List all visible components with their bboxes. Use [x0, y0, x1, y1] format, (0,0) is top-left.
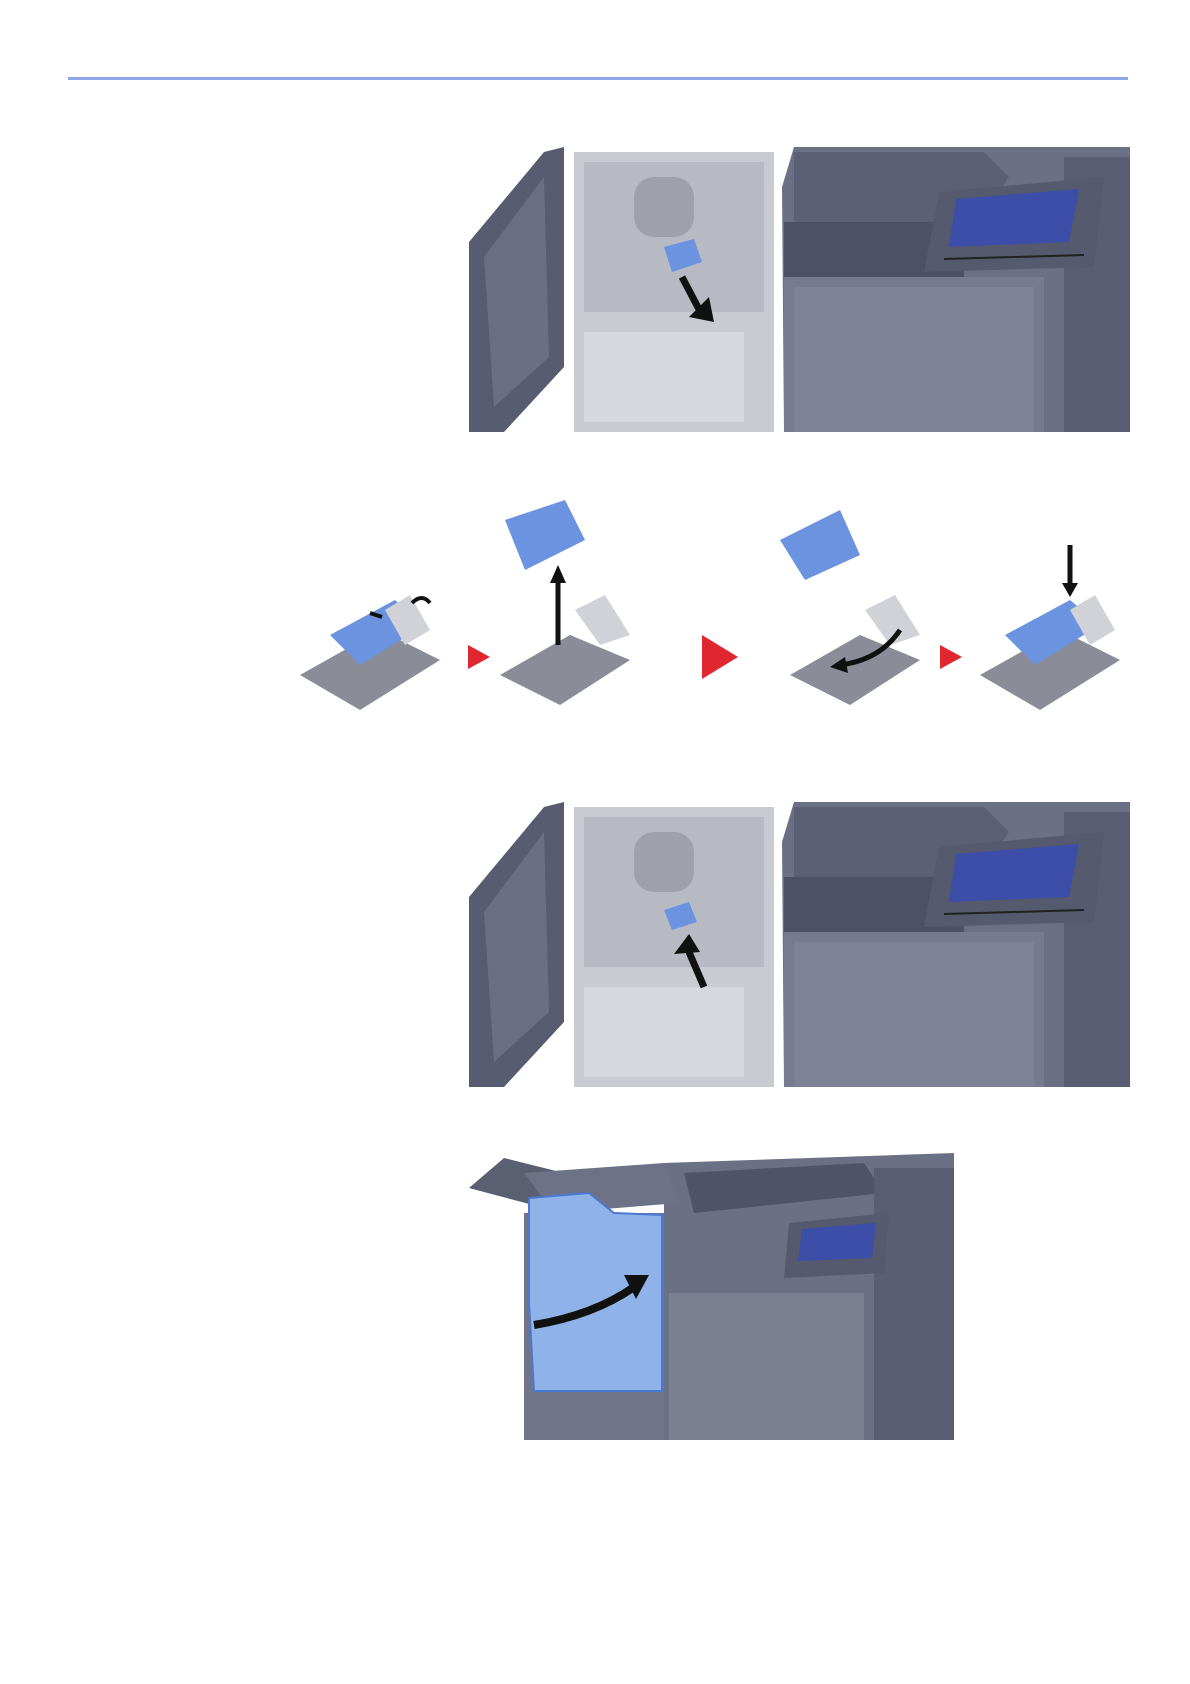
figure-replace-cartridge-steps [300, 495, 1130, 740]
machine-body [664, 1153, 954, 1440]
header-rule [68, 77, 1128, 80]
finisher-interior [574, 807, 774, 1087]
figure-close-finisher-door [464, 1153, 954, 1440]
figure-remove-staple-cartridge [464, 147, 1130, 432]
finisher-door-closed [524, 1193, 664, 1440]
control-panel [924, 832, 1104, 927]
control-panel [784, 1213, 889, 1278]
figure-insert-staple-cartridge [464, 802, 1130, 1087]
finisher-interior [574, 152, 774, 432]
control-panel [924, 177, 1104, 272]
